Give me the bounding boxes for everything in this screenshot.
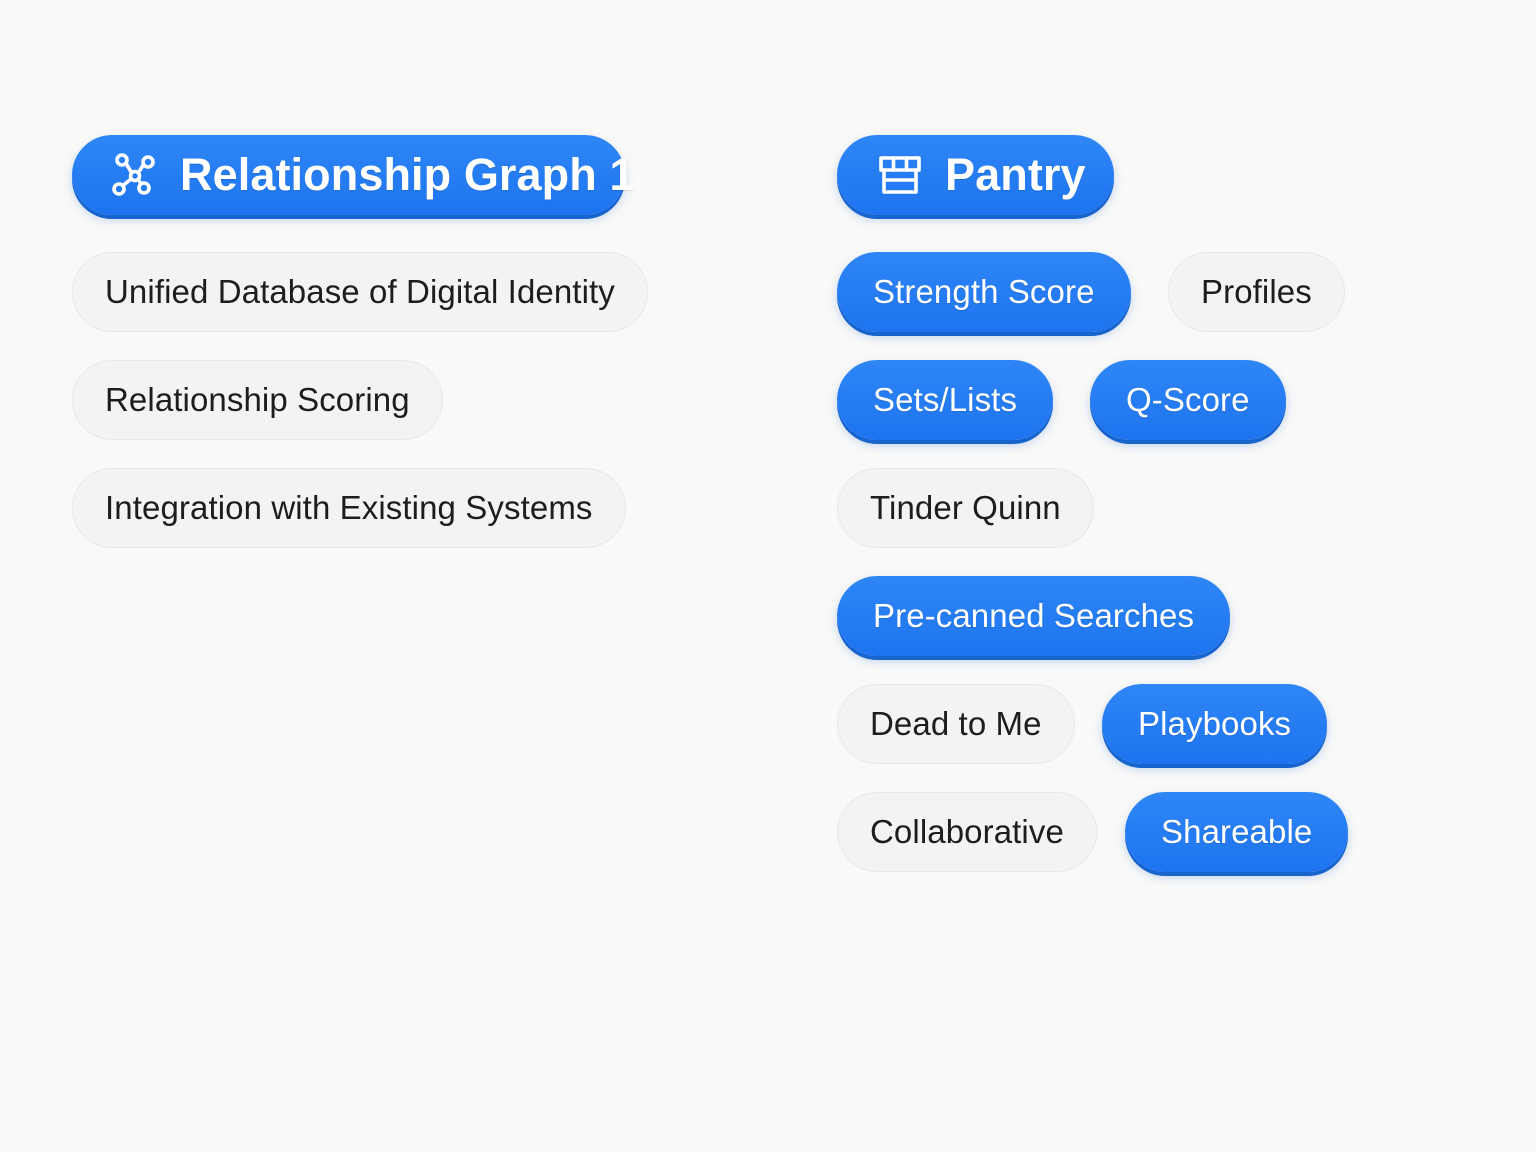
tag-pre-canned-searches[interactable]: Pre-canned Searches [837,576,1231,656]
tag-label: Tinder Quinn [870,489,1061,526]
tag-label: Profiles [1201,273,1312,310]
pantry-header-button[interactable]: Pantry [837,135,1114,215]
tag-dead-to-me[interactable]: Dead to Me [837,684,1075,764]
graph-network-icon [110,150,160,200]
tag-playbooks[interactable]: Playbooks [1102,684,1328,764]
tag-relationship-scoring[interactable]: Relationship Scoring [72,360,443,440]
tag-label: Q-Score [1126,381,1250,418]
tag-q-score[interactable]: Q-Score [1090,360,1286,440]
tag-label: Integration with Existing Systems [105,489,593,526]
tag-profiles[interactable]: Profiles [1168,252,1345,332]
tag-label: Pre-canned Searches [873,597,1195,634]
header-label: Relationship Graph 1 [180,149,635,200]
storefront-icon [875,150,925,200]
tag-strength-score[interactable]: Strength Score [837,252,1131,332]
tag-label: Strength Score [873,273,1095,310]
tag-label: Relationship Scoring [105,381,410,418]
tag-tinder-quinn[interactable]: Tinder Quinn [837,468,1094,548]
tag-sets-lists[interactable]: Sets/Lists [837,360,1054,440]
header-label: Pantry [945,149,1086,200]
tag-label: Sets/Lists [873,381,1018,418]
tag-label: Dead to Me [870,705,1042,742]
tag-shareable[interactable]: Shareable [1125,792,1349,872]
tag-integration-existing-systems[interactable]: Integration with Existing Systems [72,468,626,548]
tag-label: Shareable [1161,813,1313,850]
tag-label: Playbooks [1138,705,1292,742]
tag-label: Collaborative [870,813,1064,850]
relationship-graph-header-button[interactable]: Relationship Graph 1 [72,135,634,215]
tag-label: Unified Database of Digital Identity [105,273,615,310]
tag-unified-database[interactable]: Unified Database of Digital Identity [72,252,648,332]
tag-collaborative[interactable]: Collaborative [837,792,1097,872]
